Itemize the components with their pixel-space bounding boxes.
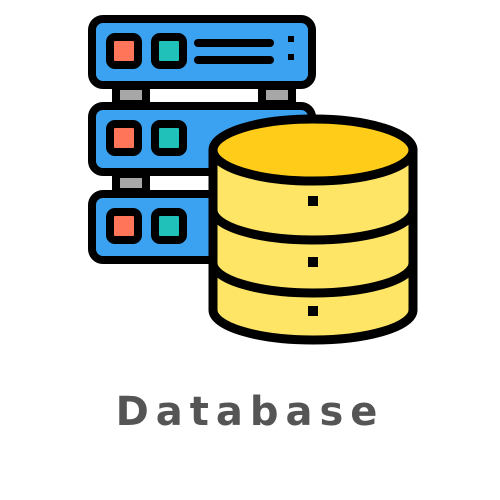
tier-indicator-dot: [308, 257, 318, 267]
caption-label: Database: [115, 389, 385, 435]
database-cylinder-icon: [208, 114, 418, 345]
database-illustration: [88, 15, 418, 345]
cylinder-top: [208, 114, 418, 186]
led-red-icon: [106, 208, 142, 244]
server-unit-top: [88, 15, 316, 89]
led-teal-icon: [151, 120, 187, 156]
led-teal-icon: [151, 208, 187, 244]
server-indicator-dot: [288, 36, 294, 42]
tier-indicator-dot: [308, 306, 318, 316]
rack-connector: [112, 170, 150, 196]
led-red-icon: [106, 33, 142, 69]
led-teal-icon: [151, 33, 187, 69]
tier-indicator-dot: [308, 196, 318, 206]
led-red-icon: [106, 120, 142, 156]
cylinder-tier-line: [208, 209, 418, 245]
server-indicator-dot: [288, 54, 294, 60]
cylinder-tier-line: [208, 262, 418, 298]
